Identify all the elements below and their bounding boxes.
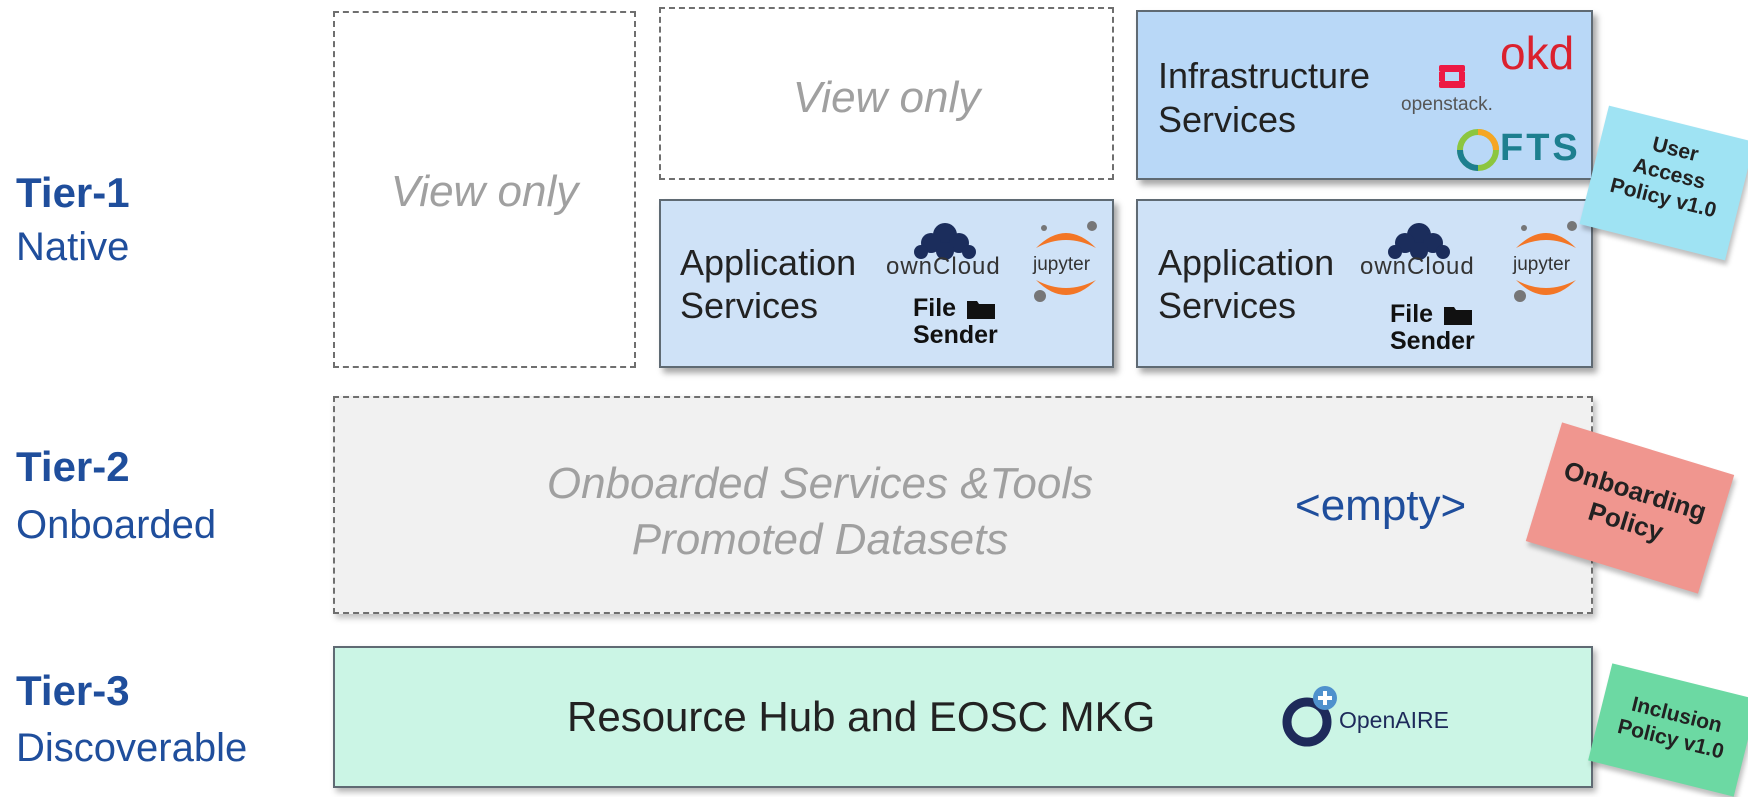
folder-icon — [967, 301, 995, 319]
jupyter-text: jupyter — [1033, 254, 1091, 275]
resource-hub-title: Resource Hub and EOSC MKG — [567, 693, 1156, 740]
fts-icon — [1457, 129, 1499, 171]
view-only-left-text: View only — [390, 167, 579, 216]
application-services-box-2: Application Services ownCloud jupyter Fi… — [1136, 199, 1593, 368]
owncloud-logo: ownCloud — [1360, 221, 1480, 281]
user-access-policy-tag: User Access Policy v1.0 — [1579, 105, 1748, 261]
openstack-icon — [1439, 65, 1465, 88]
fts-text: FTS — [1500, 127, 1581, 169]
jupyter-logo: jupyter — [1026, 218, 1106, 308]
tier-3-sub: Discoverable — [16, 726, 248, 770]
jupyter-logo: jupyter — [1506, 218, 1586, 308]
tier-2-sub: Onboarded — [16, 503, 217, 547]
openaire-text: OpenAIRE — [1339, 707, 1449, 733]
tier-2-name: Tier-2 — [16, 443, 130, 490]
application-title-line2: Services — [1158, 285, 1297, 326]
infrastructure-title-line1: Infrastructure — [1158, 55, 1371, 96]
owncloud-icon — [1388, 223, 1450, 260]
owncloud-text: ownCloud — [1360, 253, 1475, 280]
application-title-line1: Application — [680, 242, 857, 283]
view-only-top-box: View only — [659, 7, 1114, 180]
infrastructure-title-line2: Services — [1158, 99, 1297, 140]
okd-logo: okd — [1500, 27, 1575, 79]
infrastructure-services-box: Infrastructure Services openstack. okd F… — [1136, 10, 1593, 180]
application-services-box-1: Application Services ownCloud jupyter Fi… — [659, 199, 1114, 368]
view-only-top-text: View only — [792, 73, 981, 122]
openstack-logo: openstack. — [1401, 62, 1511, 122]
onboarded-box: Onboarded Services &Tools Promoted Datas… — [333, 396, 1593, 614]
jupyter-icon — [1034, 221, 1097, 302]
filesender-logo: File Sender — [1390, 301, 1500, 361]
owncloud-logo: ownCloud — [886, 221, 1006, 281]
jupyter-icon — [1514, 221, 1577, 302]
openstack-text: openstack. — [1401, 94, 1493, 115]
owncloud-icon — [914, 223, 976, 260]
filesender-text-line2: Sender — [1390, 327, 1475, 355]
openaire-icon — [1282, 686, 1337, 747]
tier-1-name: Tier-1 — [16, 169, 130, 216]
filesender-text-line2: Sender — [913, 321, 998, 349]
tier-1-sub: Native — [16, 225, 130, 269]
onboarded-line1: Onboarded Services &Tools — [546, 459, 1094, 508]
tier-3-name: Tier-3 — [16, 667, 130, 714]
filesender-text-line1: File — [1390, 300, 1434, 328]
owncloud-text: ownCloud — [886, 253, 1001, 280]
inclusion-policy-tag: Inclusion Policy v1.0 — [1588, 663, 1748, 797]
filesender-logo: File Sender — [913, 295, 1023, 355]
application-title-line2: Services — [680, 285, 819, 326]
view-only-left-box: View only — [333, 11, 636, 368]
fts-logo: FTS — [1456, 126, 1586, 174]
application-title-line1: Application — [1158, 242, 1335, 283]
empty-placeholder: <empty> — [1295, 481, 1467, 530]
filesender-text-line1: File — [913, 294, 957, 322]
folder-icon — [1444, 307, 1472, 325]
onboarded-line2: Promoted Datasets — [631, 515, 1009, 564]
jupyter-text: jupyter — [1513, 254, 1571, 275]
openaire-logo: OpenAIRE — [1281, 684, 1471, 750]
resource-hub-box: Resource Hub and EOSC MKG OpenAIRE — [333, 646, 1593, 788]
